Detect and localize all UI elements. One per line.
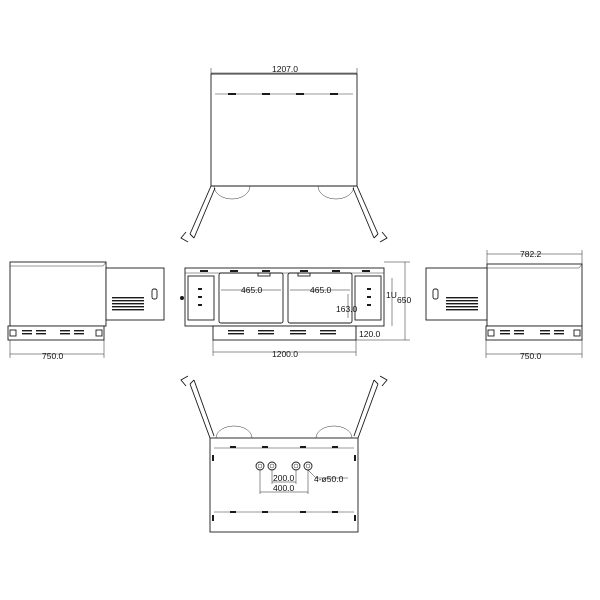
front-view-base-vents (228, 330, 336, 335)
front-right-handle (297, 272, 311, 277)
bottom-view-body (209, 437, 359, 533)
right-side-vent-grille (446, 297, 478, 311)
left-side-base-plinth (7, 325, 105, 341)
dim-hole-spacing-large-label: 400.0 (273, 483, 295, 493)
left-side-door-panel (105, 267, 165, 321)
dim-left-depth-label: 750.0 (42, 351, 64, 361)
bottom-view-door-swing-right (315, 425, 353, 439)
front-view-body (184, 267, 385, 327)
dim-front-side-label: 1U (386, 290, 397, 300)
dim-front-height-label: 650 (397, 295, 411, 305)
top-view-door-swing-right (317, 185, 355, 200)
dim-front-height: 650 1U (356, 261, 411, 341)
top-view: 1207.0 (180, 64, 388, 243)
dim-right-top-width: 782.2 (486, 249, 583, 264)
dim-front-inner-height: 163.0 (336, 294, 358, 318)
bottom-view-door-swing-left (215, 425, 253, 439)
top-view-hinge-marks (228, 93, 338, 95)
right-side-door-panel (425, 267, 488, 321)
left-side-lock-handle (151, 288, 158, 300)
dim-front-opening-right-label: 465.0 (310, 285, 332, 295)
left-side-vent-grille (112, 297, 144, 311)
front-right-door-opening (287, 272, 353, 324)
hole-callout: 4-ø50.0 (307, 469, 348, 484)
front-left-rack-rail (187, 275, 215, 321)
front-view: 465.0 465.0 1200.0 650 1U 163.0 (180, 261, 411, 359)
right-side-view: 782.2 750.0 (425, 249, 583, 361)
bottom-view-side-slots (212, 455, 356, 521)
dim-front-total-width: 1200.0 (212, 340, 357, 359)
left-side-base-vents (9, 329, 103, 337)
dim-front-total-width-label: 1200.0 (272, 349, 298, 359)
right-side-base-plinth (485, 325, 583, 341)
dim-front-inner-height-label: 163.0 (336, 304, 358, 314)
left-side-body (9, 261, 107, 327)
bottom-view-edge-marks (230, 446, 338, 513)
front-left-handle (257, 272, 271, 277)
dim-right-depth-label: 750.0 (520, 351, 542, 361)
dim-front-bottom-offset-label: 120.0 (359, 329, 381, 339)
dim-hole-spacing-large: 400.0 (259, 470, 309, 494)
top-view-right-door-leaf (352, 185, 388, 243)
bottom-view-right-door-leaf (353, 375, 388, 439)
left-side-view: 750.0 (7, 261, 165, 361)
top-view-door-swing-left (213, 185, 251, 200)
dim-right-depth: 750.0 (485, 340, 583, 361)
bottom-view: 200.0 400.0 4-ø50.0 (180, 375, 388, 533)
dim-top-width-label: 1207.0 (272, 64, 298, 74)
right-side-lock-handle (432, 288, 439, 300)
front-view-top-hinges (200, 270, 370, 272)
dim-top-width: 1207.0 (210, 64, 358, 74)
dim-right-top-width-label: 782.2 (520, 249, 542, 259)
hole-callout-label: 4-ø50.0 (314, 474, 344, 484)
dim-hole-spacing-small: 200.0 (271, 470, 297, 484)
dim-hole-spacing-small-label: 200.0 (273, 473, 295, 483)
front-right-rack-rail (354, 275, 382, 321)
top-view-left-door-leaf (180, 185, 216, 243)
front-left-latch (180, 296, 184, 300)
right-side-roof-line (487, 263, 583, 269)
right-side-base-vents (487, 329, 581, 337)
top-view-body (210, 73, 358, 187)
dim-left-depth: 750.0 (9, 340, 105, 361)
front-rack-rail-holes (198, 288, 371, 306)
dim-front-opening-left-label: 465.0 (241, 285, 263, 295)
dim-front-bottom-offset: 120.0 (355, 326, 381, 340)
right-side-body (486, 263, 583, 327)
front-left-door-opening (218, 272, 284, 324)
bottom-view-left-door-leaf (180, 375, 215, 439)
left-side-roof-line (10, 261, 107, 267)
